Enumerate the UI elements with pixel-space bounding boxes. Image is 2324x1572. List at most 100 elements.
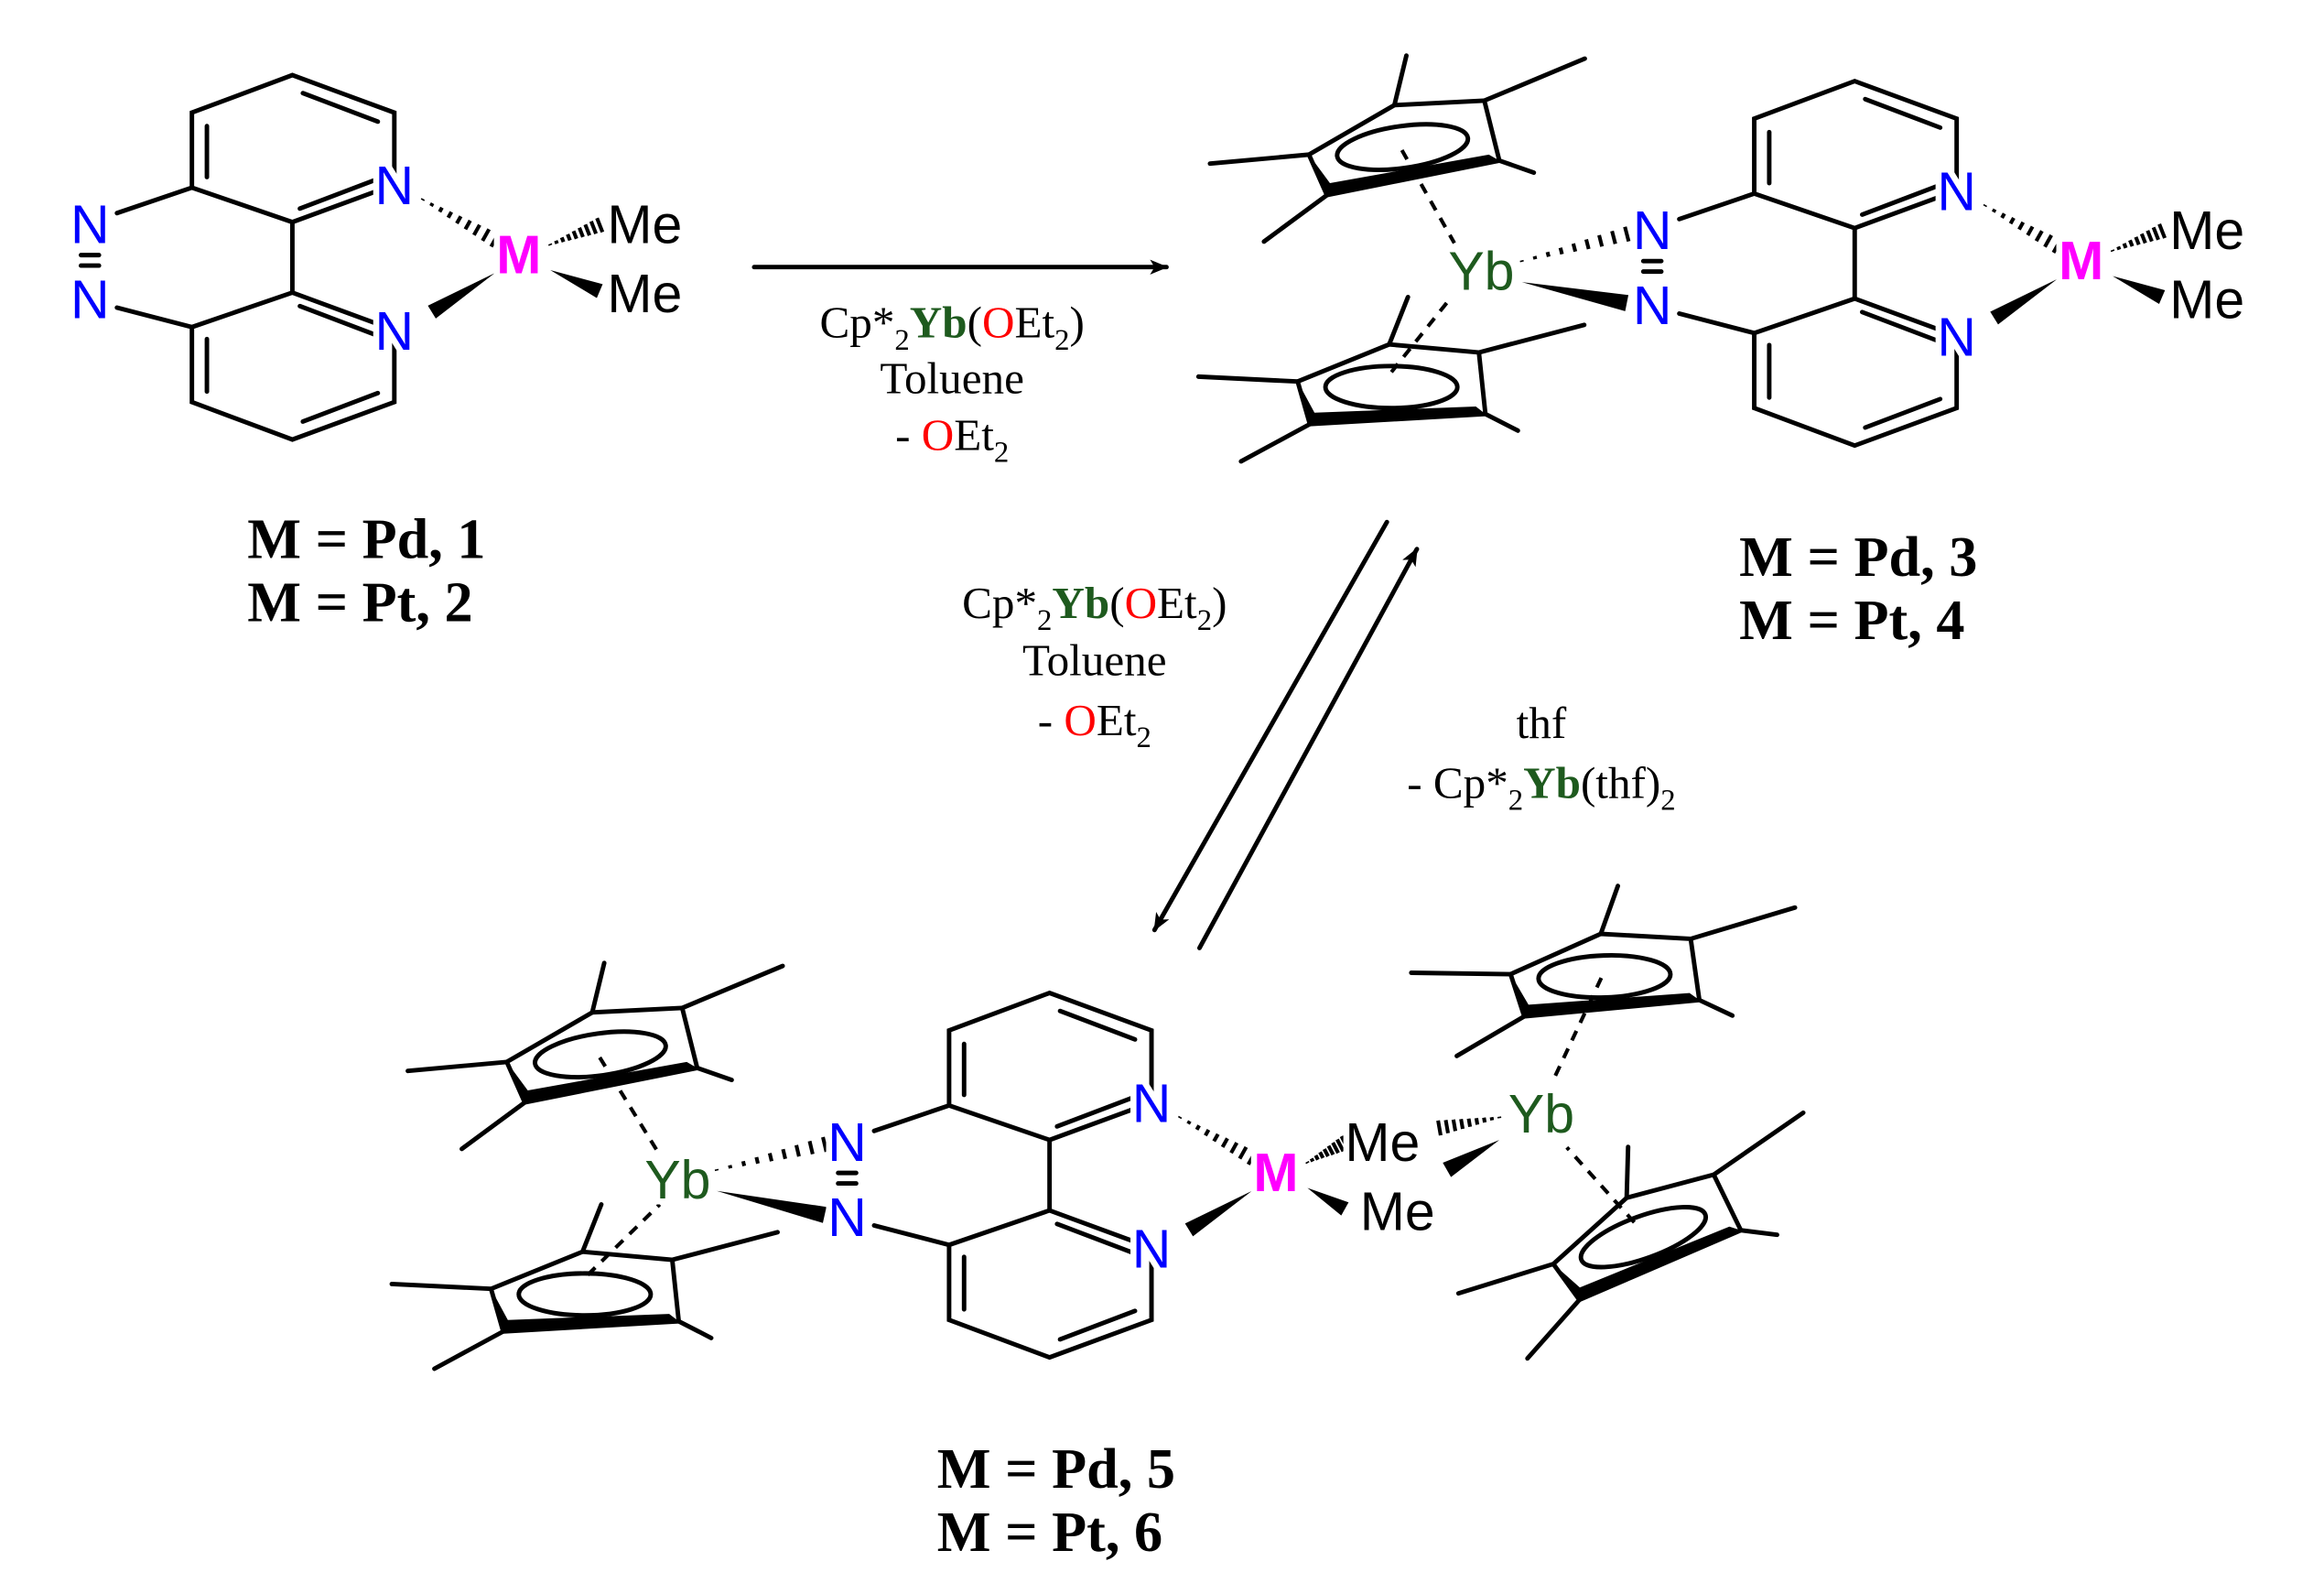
hashed-bond [1177, 1115, 1183, 1120]
nitrogen-label: N [1937, 308, 1976, 367]
nitrogen-label: N [1132, 1074, 1172, 1133]
hashed-bond [547, 243, 553, 246]
hashed-bond [1186, 1120, 1192, 1125]
hashed-bond [2128, 239, 2135, 247]
cp-star-ring [1403, 865, 1796, 1090]
hashed-bond [2151, 226, 2160, 241]
wedge-bond [716, 1190, 827, 1223]
hashed-bond [740, 1160, 747, 1166]
compound-label: M = Pt, 2 [247, 571, 472, 634]
hashed-bond [2134, 236, 2141, 246]
hashed-bond [589, 221, 599, 235]
hashed-bond [463, 219, 472, 231]
hashed-bond [1339, 1135, 1350, 1151]
hashed-bond [1532, 255, 1538, 260]
hashed-bond [754, 1156, 761, 1165]
compound-label: M = Pd, 5 [937, 1438, 1175, 1501]
hashed-bond [1459, 1118, 1465, 1130]
solvent-label: Toluene [1022, 634, 1167, 685]
wedge-bond [1307, 1187, 1349, 1216]
hashed-bond [1309, 1157, 1315, 1163]
methyl-label: Me [607, 265, 682, 324]
hashed-bond [2146, 230, 2154, 243]
compound-3-atoms: N N N N M Me Me [1627, 157, 2250, 374]
wedge-bond [427, 273, 495, 319]
methyl-label: Me [1360, 1182, 1435, 1241]
hashed-bond [1322, 1148, 1330, 1157]
hashed-bond [2026, 225, 2035, 236]
ytterbium-label: Yb [1448, 242, 1514, 301]
hashed-bond [481, 228, 492, 243]
nitrogen-label: N [70, 196, 110, 255]
ligand-compound-3 [1643, 81, 1956, 446]
hashed-bond [807, 1140, 815, 1155]
reverse-byproduct-label: - Cp*2Yb(thf)2 [1407, 758, 1675, 818]
hashed-bond [1443, 1120, 1451, 1134]
hashed-bond [1220, 1137, 1229, 1148]
hashed-bond [554, 240, 559, 244]
hashed-bond [1331, 1142, 1340, 1155]
hashed-bond [1983, 203, 1987, 208]
hashed-bond [578, 227, 585, 238]
hashed-bond [2000, 212, 2006, 219]
nitrogen-label: N [1132, 1220, 1172, 1279]
compound-5-atoms: N N N N M Me Me [822, 1068, 1442, 1285]
hashed-bond [489, 233, 501, 248]
reverse-arrow [1196, 547, 1420, 950]
nitrogen-label: N [375, 157, 415, 216]
hashed-bond [794, 1144, 801, 1157]
hashed-bond [595, 217, 605, 233]
compound-label: M = Pt, 6 [937, 1502, 1162, 1564]
compound-1-atoms: N N N N M Me Me [64, 150, 687, 367]
hashed-bond [571, 230, 578, 240]
hashed-bond [438, 206, 444, 213]
hashed-bond [2139, 233, 2147, 244]
ligand-compound-1 [81, 75, 394, 439]
ligand-compound-5 [838, 993, 1151, 1358]
compound-label: M = Pd, 1 [247, 509, 485, 571]
cp-star-ring [1210, 56, 1585, 242]
nitrogen-label: N [1937, 162, 1976, 222]
cp-star-ring [1187, 270, 1584, 506]
cp-star-ring [408, 963, 784, 1149]
hashed-bond [1204, 1128, 1211, 1137]
hashed-bond [1335, 1138, 1346, 1153]
hashed-bond [1238, 1145, 1248, 1160]
hashed-bond [2122, 243, 2128, 249]
hashed-bond [1436, 1120, 1443, 1136]
hashed-bond [2051, 238, 2063, 254]
methyl-label: Me [1345, 1113, 1420, 1173]
hashed-bond [1597, 234, 1605, 247]
hashed-bond [1991, 208, 1997, 213]
hashed-bond [1482, 1117, 1487, 1123]
byproduct-label: - OEt2 [1038, 695, 1151, 754]
hashed-bond [455, 215, 463, 225]
wedge-bond [1184, 1190, 1252, 1237]
hashed-bond [821, 1136, 828, 1153]
hashed-bond [559, 236, 566, 244]
bonds-layer [420, 198, 2167, 1237]
cp-star-ring [381, 1177, 778, 1414]
hashed-bond [1545, 251, 1551, 257]
nitrogen-label: N [375, 302, 415, 362]
hashed-bond [1474, 1117, 1480, 1125]
hashed-bond [1229, 1142, 1239, 1155]
hashed-bond [781, 1148, 787, 1160]
hashed-bond [1318, 1151, 1325, 1159]
hashed-bond [1489, 1116, 1495, 1122]
metal-label: M [1253, 1144, 1298, 1203]
nitrogen-label: N [1633, 201, 1672, 261]
solvent-label: Toluene [880, 352, 1024, 403]
ytterbium-label: Yb [644, 1151, 710, 1210]
compound-label: M = Pt, 4 [1739, 590, 1964, 652]
reverse-reagent-label: thf [1517, 698, 1567, 748]
compound-label: M = Pd, 3 [1739, 526, 1977, 589]
metal-label: M [496, 225, 541, 285]
hashed-bond [2034, 230, 2044, 243]
hashed-bond [1558, 247, 1564, 255]
hashed-bond [1466, 1118, 1473, 1128]
hashed-bond [1212, 1133, 1220, 1143]
hashed-bond [446, 211, 453, 219]
methyl-label: Me [2169, 201, 2244, 261]
hashed-bond [2157, 223, 2167, 239]
